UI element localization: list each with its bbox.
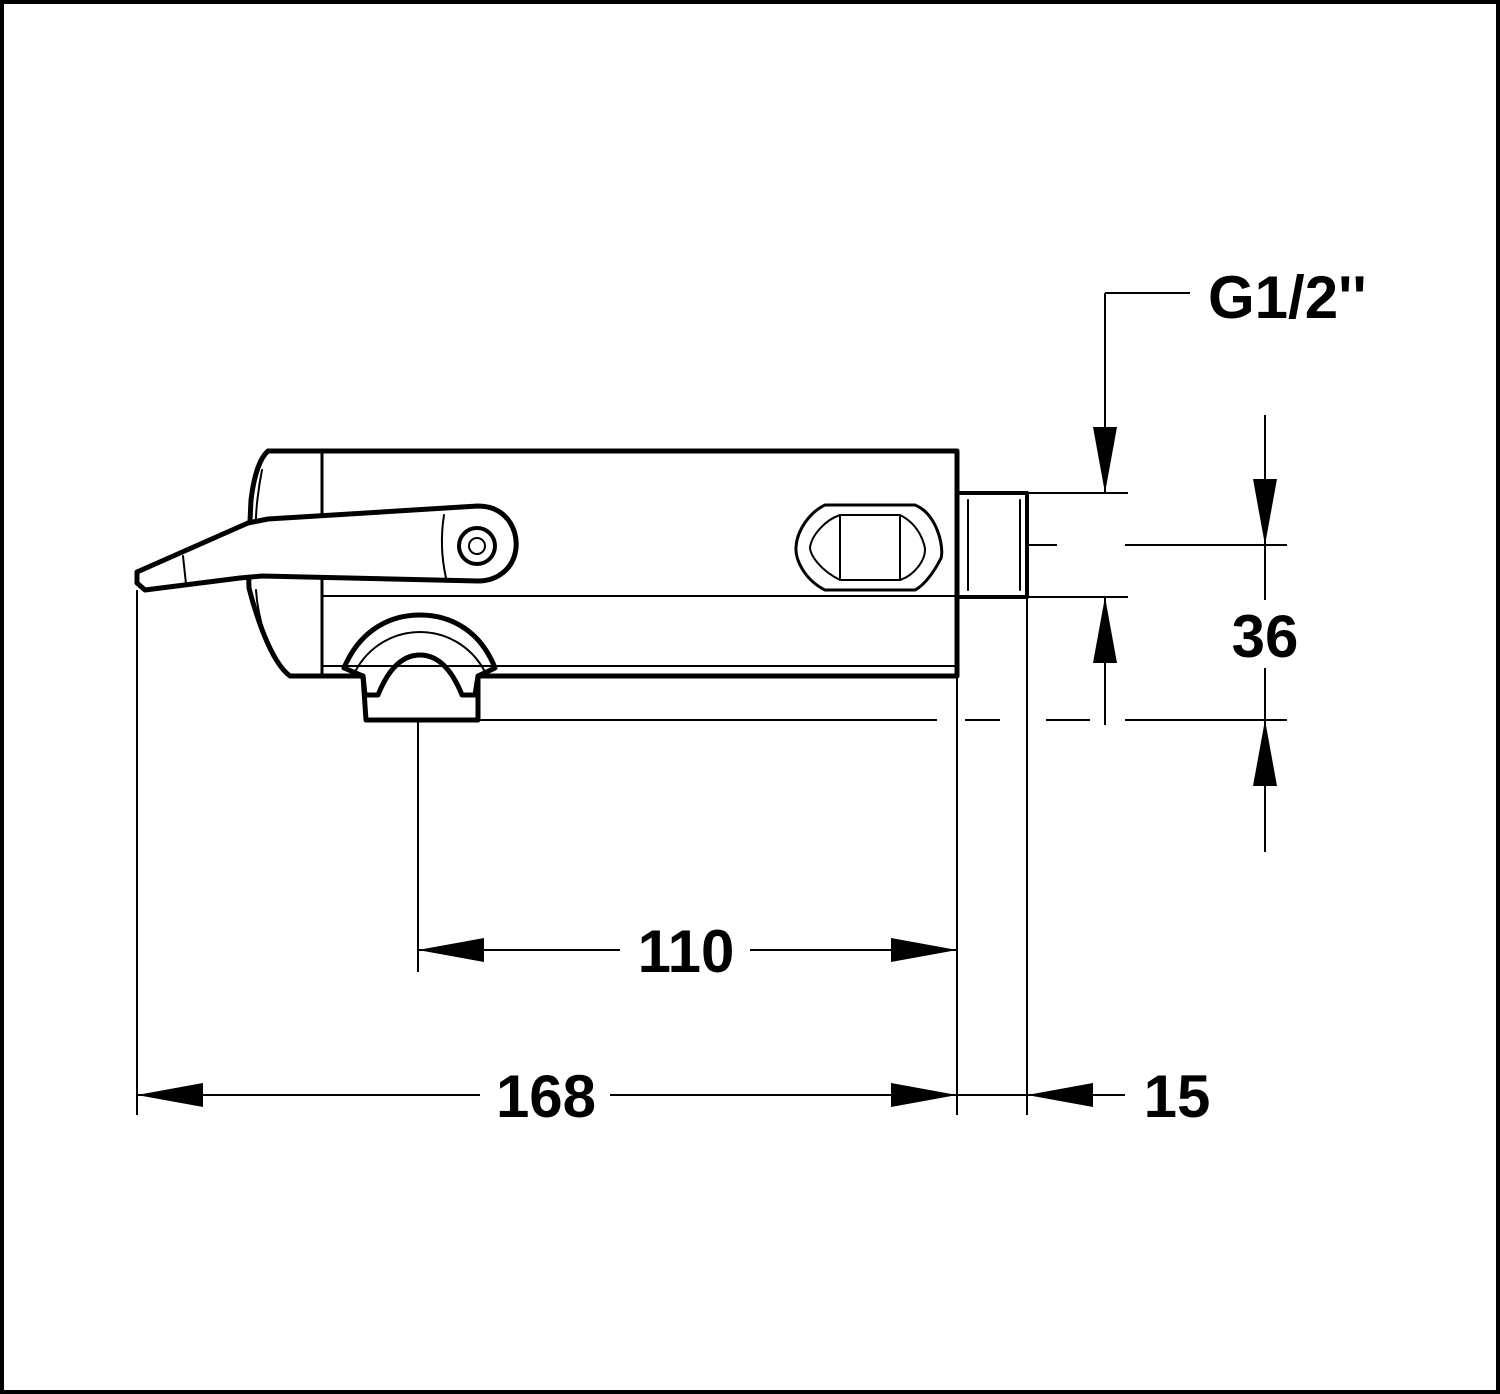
- dimension-36-label: 36: [1232, 603, 1299, 670]
- dimension-36: 36: [1232, 415, 1299, 852]
- thread-callout: G1/2'': [1093, 264, 1367, 725]
- dial-window-inner: [809, 514, 926, 581]
- body-front-curve: [255, 469, 263, 521]
- lever-ridge: [440, 514, 447, 579]
- mixer-body: [246, 448, 960, 723]
- outlet-spout-inner: [355, 631, 485, 671]
- mixer-outline: [134, 448, 1029, 723]
- hex-screw-outer: [457, 526, 497, 566]
- extension-lines: [136, 492, 1287, 1115]
- dimension-110-label: 110: [638, 918, 735, 985]
- dial-window-outer: [794, 503, 944, 592]
- dimension-168-label: 168: [496, 1063, 596, 1130]
- lever-inner-curve: [182, 555, 187, 585]
- dimension-15: 15: [957, 1063, 1210, 1130]
- thread-label: G1/2'': [1208, 264, 1367, 331]
- dimension-168: 168: [137, 1063, 957, 1130]
- dimension-110: 110: [418, 918, 957, 985]
- hex-screw-inner: [468, 537, 486, 555]
- lever-handle: [134, 503, 519, 593]
- body-front-curve-lower: [255, 589, 283, 669]
- dimension-15-label: 15: [1144, 1063, 1211, 1130]
- outlet-spout: [341, 612, 498, 698]
